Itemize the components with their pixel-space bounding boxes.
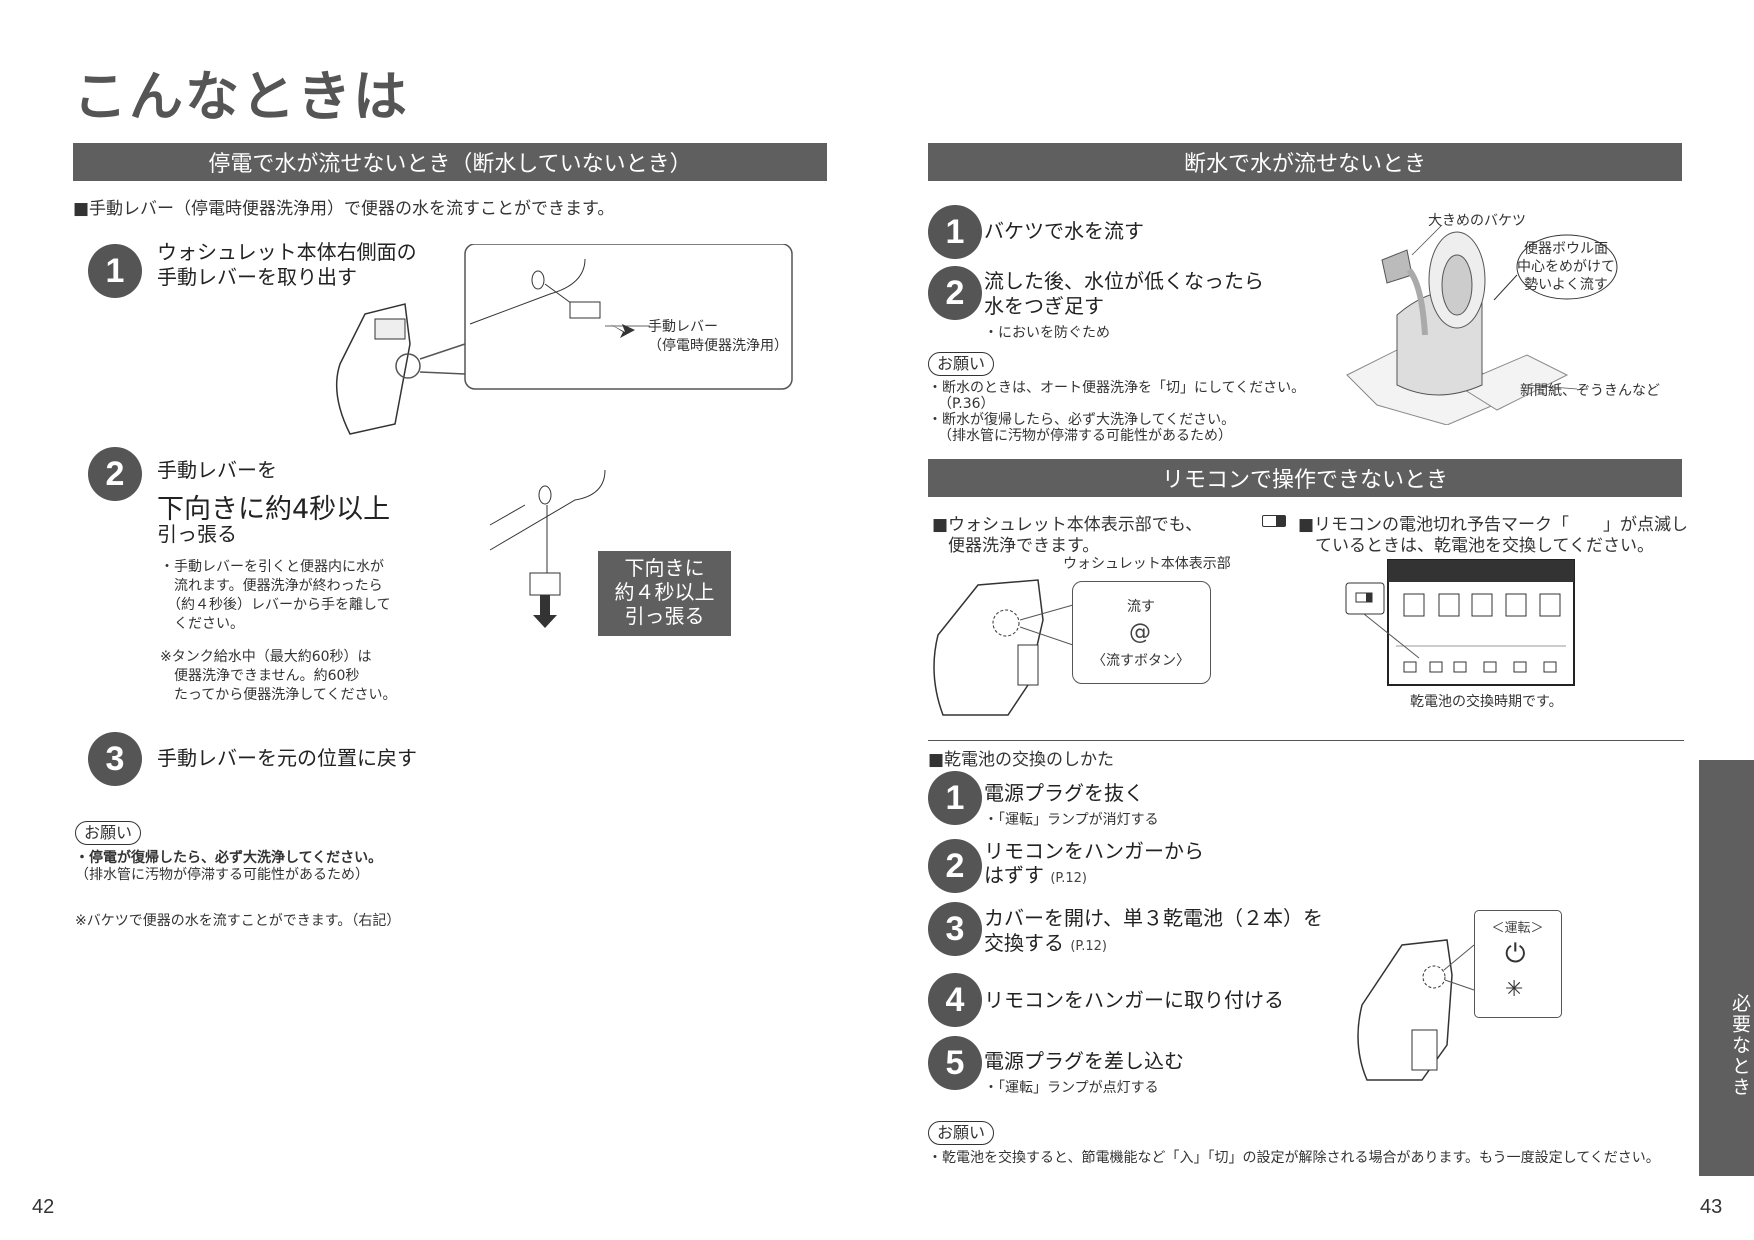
step-text: 交換する <box>984 931 1064 955</box>
section-header-water-outage: 断水で水が流せないとき <box>928 143 1682 181</box>
bucket-step2-line1: 流した後、水位が低くなったら <box>984 269 1264 293</box>
battery-step2-line1: リモコンをハンガーから <box>984 839 1204 863</box>
lever-label-sub: （停電時便器洗浄用） <box>648 338 788 354</box>
remote-control-illustration <box>1345 559 1575 686</box>
flush-swirl-icon[interactable]: @ <box>1129 620 1151 645</box>
bubble-line: 便器ボウル面 <box>1524 241 1608 257</box>
step-number-1: 1 <box>928 205 982 259</box>
flush-button-callout: 流す @ 〈流すボタン〉 <box>1072 581 1211 684</box>
step-number-2: 2 <box>928 266 982 320</box>
step-number-1: 1 <box>88 244 142 298</box>
battery-step2-line2: はずす (P.12) <box>984 863 1087 891</box>
onegai-badge: お願い <box>928 1121 995 1145</box>
power-lamp-callout: ＜運転＞ ⏻ ✳ <box>1474 910 1562 1018</box>
step2-line2: 下向きに約4秒以上 <box>157 494 391 525</box>
step2-line3: 引っ張る <box>157 522 237 546</box>
bucket-footnote: ※バケツで便器の水を流すことができます。（右記） <box>75 913 401 929</box>
bucket-step2-line2: 水をつぎ足す <box>984 294 1104 318</box>
step1-line2: 手動レバーを取り出す <box>157 265 357 289</box>
lamp-blink-icon: ✳ <box>1505 977 1524 1002</box>
toilet-lamp-illustration <box>1357 939 1475 1081</box>
power-icon: ⏻ <box>1505 939 1526 969</box>
paper-label: 新聞紙、ぞうきんなど <box>1520 383 1660 399</box>
note-line: 便器洗浄できません。約60秒 <box>160 668 360 684</box>
page-number-right: 43 <box>1700 1196 1723 1218</box>
bubble-line: 勢いよく流す <box>1524 277 1608 293</box>
flush-button-caption: 〈流すボタン〉 <box>1092 653 1190 669</box>
remote-line2: ているときは、乾電池を交換してください。 <box>1315 536 1654 556</box>
note-line: ※タンク給水中（最大約60秒）は <box>160 649 372 665</box>
bucket-step2-bullet: ・においを防ぐため <box>984 325 1110 341</box>
step-number-1: 1 <box>928 771 982 825</box>
pull-down-callout: 下向きに 約４秒以上 引っ張る <box>598 551 731 636</box>
washlet-line1: ■ウォシュレット本体表示部でも、 <box>932 515 1203 535</box>
toilet-lever-illustration <box>335 244 793 435</box>
callout-line: 約４秒以上 <box>614 580 715 604</box>
page-title: こんなときは <box>73 65 409 128</box>
note-line: ・断水が復帰したら、必ず大洗浄してください。 <box>928 412 1236 428</box>
onegai-badge: お願い <box>75 821 142 845</box>
battery-step3-line1: カバーを開け、単３乾電池（２本）を <box>984 906 1323 930</box>
onegai-line1: ・停電が復帰したら、必ず大洗浄してください。 <box>75 850 383 866</box>
onegai-note: ・乾電池を交換すると、節電機能など「入」「切」の設定が解除される場合があります。… <box>928 1150 1660 1166</box>
battery-step5: 電源プラグを差し込む <box>984 1049 1184 1073</box>
battery-heading: ■乾電池の交換のしかた <box>928 750 1115 770</box>
bullet-line: （約４秒後）レバーから手を離して <box>160 597 391 613</box>
step1-line1: ウォシュレット本体右側面の <box>157 240 417 264</box>
remote-line1: ■リモコンの電池切れ予告マーク「 」が点滅し <box>1298 515 1689 535</box>
section-header-remote: リモコンで操作できないとき <box>928 459 1682 497</box>
intro-text: ■手動レバー（停電時便器洗浄用）で便器の水を流すことができます。 <box>73 199 615 219</box>
section-header-power-outage: 停電で水が流せないとき（断水していないとき） <box>73 143 827 181</box>
battery-low-icon <box>1262 515 1286 527</box>
note-line: （排水管に汚物が停滞する可能性があるため） <box>938 428 1232 444</box>
bullet-line: ください。 <box>160 616 244 632</box>
section-side-tab[interactable]: 必要なとき <box>1699 760 1754 1176</box>
onegai-notes: ・断水のときは、オート便器洗浄を「切」にしてください。 （P.36） ・断水が復… <box>928 380 1305 444</box>
washlet-display-label: ウォシュレット本体表示部 <box>1063 556 1231 572</box>
step-text: はずす <box>984 863 1044 887</box>
step-number-3: 3 <box>928 902 982 956</box>
step3-text: 手動レバーを元の位置に戻す <box>157 746 417 770</box>
battery-step5-sub: ・「運転」ランプが点灯する <box>984 1080 1159 1096</box>
step2-bullets: ・手動レバーを引くと便器内に水が 流れます。便器洗浄が終わったら （約４秒後）レ… <box>160 558 391 634</box>
step-number-3: 3 <box>88 732 142 786</box>
battery-time-caption: 乾電池の交換時期です。 <box>1410 694 1563 710</box>
bucket-step1: バケツで水を流す <box>984 219 1144 243</box>
battery-step3-line2: 交換する (P.12) <box>984 931 1107 959</box>
page-ref-link[interactable]: (P.12) <box>1070 939 1107 954</box>
step-number-2: 2 <box>928 839 982 893</box>
lever-pull-illustration <box>489 469 606 628</box>
washlet-line2: 便器洗浄できます。 <box>948 536 1100 556</box>
battery-step4: リモコンをハンガーに取り付ける <box>984 988 1284 1012</box>
note-line: ・断水のときは、オート便器洗浄を「切」にしてください。 <box>928 380 1306 396</box>
note-line: （P.36） <box>938 396 995 412</box>
onegai-line2: （排水管に汚物が停滞する可能性があるため） <box>75 867 369 883</box>
bubble-text: 便器ボウル面 中心をめがけて 勢いよく流す <box>1517 240 1615 294</box>
onegai-badge: お願い <box>928 352 995 376</box>
step-number-5: 5 <box>928 1036 982 1090</box>
flush-label: 流す <box>1127 599 1155 615</box>
toilet-illustration <box>933 579 1074 716</box>
bubble-line: 中心をめがけて <box>1517 259 1615 275</box>
callout-line: 下向きに <box>624 556 705 580</box>
page-ref-link[interactable]: (P.12) <box>1050 871 1087 886</box>
bucket-label: 大きめのバケツ <box>1428 213 1526 229</box>
divider <box>928 740 1684 741</box>
battery-step1: 電源プラグを抜く <box>984 781 1144 805</box>
lamp-label: ＜運転＞ <box>1491 921 1544 936</box>
bullet-line: 流れます。便器洗浄が終わったら <box>160 578 383 594</box>
bucket-flush-illustration <box>1346 225 1618 425</box>
note-line: たってから便器洗浄してください。 <box>160 687 397 703</box>
callout-line: 引っ張る <box>624 604 705 628</box>
lever-label: 手動レバー <box>648 319 718 335</box>
bullet-line: ・手動レバーを引くと便器内に水が <box>160 559 384 575</box>
page-number-left: 42 <box>32 1196 55 1218</box>
step2-line1: 手動レバーを <box>157 458 277 482</box>
tank-note: ※タンク給水中（最大約60秒）は 便器洗浄できません。約60秒 たってから便器洗… <box>160 648 396 705</box>
step-number-4: 4 <box>928 973 982 1027</box>
battery-step1-sub: ・「運転」ランプが消灯する <box>984 812 1159 828</box>
step-number-2: 2 <box>88 447 142 501</box>
